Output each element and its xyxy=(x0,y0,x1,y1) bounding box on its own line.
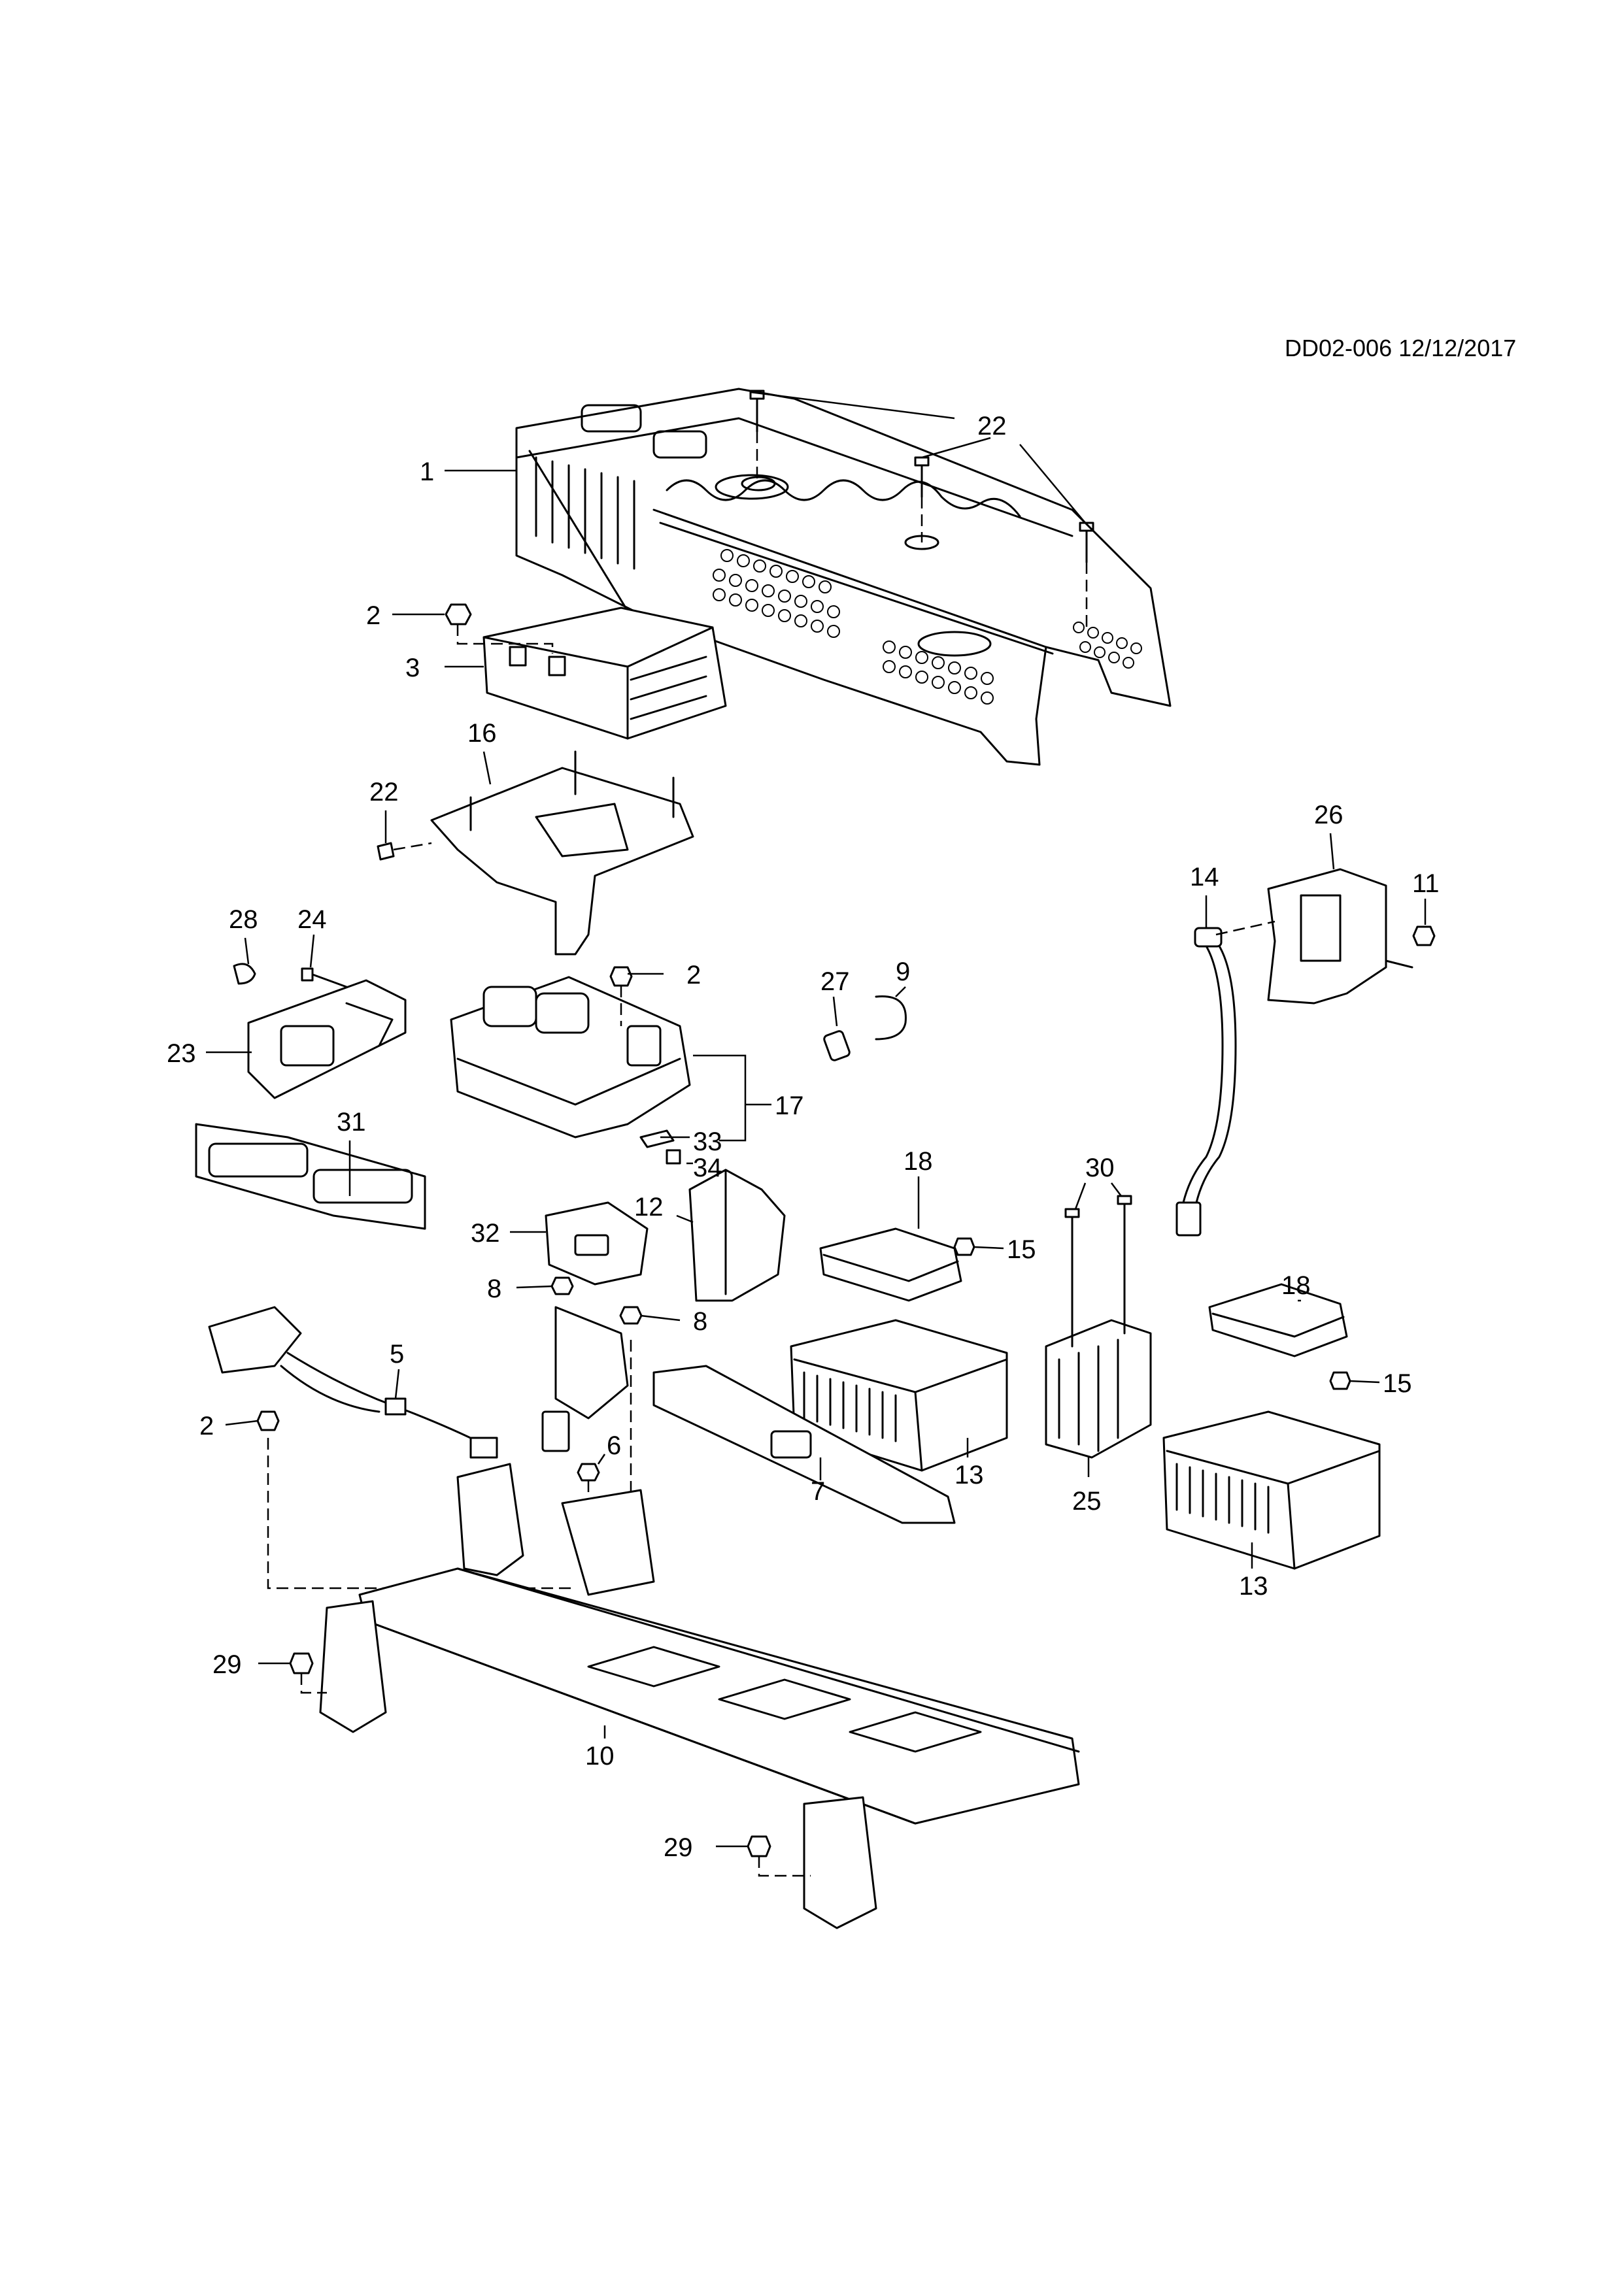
callout-29: 29 xyxy=(212,1650,242,1679)
part-28-clip xyxy=(233,963,256,985)
callout-16: 16 xyxy=(467,719,497,748)
callout-1: 1 xyxy=(420,458,434,486)
part-29-nuts xyxy=(289,1652,811,1877)
callout-23: 23 xyxy=(167,1039,196,1068)
callout-22: 22 xyxy=(977,412,1007,441)
part-7-rail xyxy=(652,1365,956,1524)
callout-12: 12 xyxy=(634,1193,664,1222)
part-1-upper-cover xyxy=(515,388,1172,766)
callout-9: 9 xyxy=(896,957,910,986)
callout-8: 8 xyxy=(487,1274,501,1303)
part-18-module-a xyxy=(819,1227,962,1302)
part-8-nuts xyxy=(550,1276,643,1325)
part-13-battery-module-b xyxy=(1162,1410,1381,1570)
part-15-nuts xyxy=(953,1237,1351,1390)
part-17-contactor-assembly xyxy=(450,976,691,1139)
callout-25: 25 xyxy=(1072,1487,1102,1516)
callout-18: 18 xyxy=(1281,1271,1311,1300)
callout-27: 27 xyxy=(820,967,850,996)
callout-31: 31 xyxy=(337,1108,366,1137)
part-2-nut-c xyxy=(256,1410,575,1589)
part-25-rack xyxy=(1045,1319,1152,1459)
callout-10: 10 xyxy=(585,1742,615,1771)
callout-32: 32 xyxy=(471,1219,500,1248)
callout-3: 3 xyxy=(405,654,420,682)
perforation-left xyxy=(713,549,840,638)
part-33-34-hardware xyxy=(639,1129,681,1165)
callout-5: 5 xyxy=(390,1340,404,1369)
part-26-bracket xyxy=(1267,868,1413,1005)
leader-lines xyxy=(206,391,1427,1848)
callout-26: 26 xyxy=(1314,801,1343,829)
callout-13: 13 xyxy=(955,1461,984,1489)
callout-22: 22 xyxy=(369,778,399,807)
part-9-hose xyxy=(875,995,907,1040)
document-id: DD02-006 12/12/2017 xyxy=(1285,335,1517,361)
part-27-sleeve xyxy=(823,1030,851,1061)
part-8-bracket xyxy=(541,1306,629,1452)
perforation-right xyxy=(883,622,1142,705)
callout-33: 33 xyxy=(693,1127,722,1156)
callout-2: 2 xyxy=(686,961,701,990)
callout-2: 2 xyxy=(199,1412,214,1440)
part-2-nut-b xyxy=(609,966,633,1026)
part-12-bracket xyxy=(688,1169,786,1302)
callout-13: 13 xyxy=(1239,1572,1268,1601)
part-6-nut xyxy=(577,1340,632,1582)
part-30-bolts xyxy=(1064,1195,1132,1348)
callout-15: 15 xyxy=(1383,1369,1412,1398)
callout-6: 6 xyxy=(607,1431,621,1460)
part-5-harness xyxy=(208,1306,498,1459)
callout-7: 7 xyxy=(811,1477,825,1506)
callout-14: 14 xyxy=(1190,863,1219,891)
callout-2: 2 xyxy=(366,601,380,630)
callout-numbers: 1 2 2 2 3 5 6 7 8 8 9 10 11 12 13 13 14 … xyxy=(167,412,1440,1862)
callout-17: 17 xyxy=(775,1091,804,1120)
callout-34: 34 xyxy=(693,1154,722,1182)
part-22-screws-top xyxy=(749,390,1094,627)
part-31-cover-strip xyxy=(195,1123,426,1230)
callout-29: 29 xyxy=(664,1833,693,1862)
part-18-module-b xyxy=(1208,1283,1348,1357)
part-2-nut-a xyxy=(445,603,554,654)
part-11-nut xyxy=(1412,925,1436,946)
part-22-screw-side xyxy=(377,842,432,861)
callout-11: 11 xyxy=(1412,869,1440,898)
part-24-bolt xyxy=(301,967,348,988)
callout-15: 15 xyxy=(1007,1235,1036,1264)
part-10-lower-frame xyxy=(319,1463,1080,1929)
callout-28: 28 xyxy=(229,905,258,934)
part-16-bracket xyxy=(430,750,694,956)
part-23-bracket xyxy=(247,979,407,1099)
part-14-cable xyxy=(1175,920,1276,1237)
callout-8: 8 xyxy=(693,1307,707,1336)
callout-30: 30 xyxy=(1085,1154,1115,1182)
callout-24: 24 xyxy=(297,905,327,934)
part-3-module xyxy=(482,607,727,740)
part-32-fuse-block xyxy=(545,1201,649,1286)
callout-18: 18 xyxy=(904,1147,933,1176)
